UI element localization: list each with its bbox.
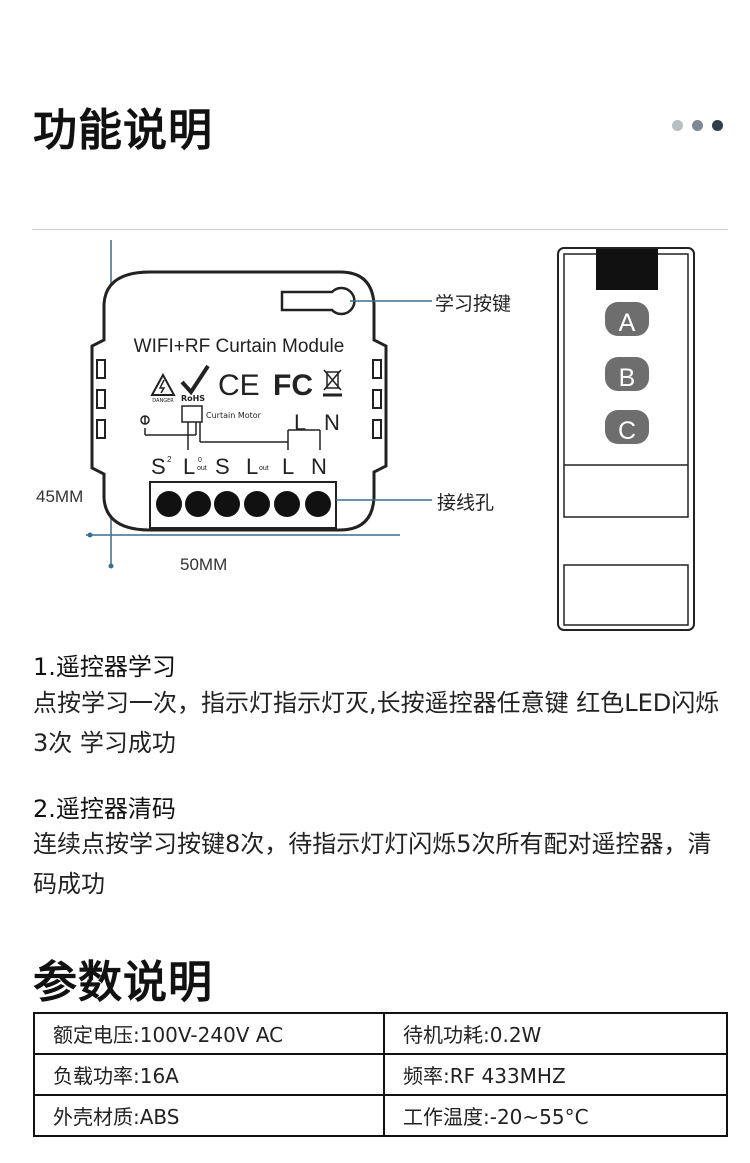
weee-bin-icon: [323, 369, 342, 397]
ce-icon: CE: [218, 369, 260, 402]
page-title: 功能说明: [33, 105, 213, 156]
dot-3: [712, 120, 723, 131]
wiring-hole: [274, 491, 300, 517]
params-title: 参数说明: [33, 957, 213, 1008]
terminal-label: N: [311, 454, 327, 479]
table-row: 负载功率:16A 频率:RF 433MHZ: [33, 1053, 728, 1096]
module-diagram: WIFI+RF Curtain Module DANGER RoHS CE FC…: [86, 240, 432, 569]
curtain-motor-label: Curtain Motor: [206, 411, 262, 420]
remote-indicator-window: [596, 249, 658, 290]
remote-button-b-label: B: [619, 364, 636, 392]
wiring-holes: [156, 491, 331, 517]
terminal-labels: S 2 L 0 out S L out L N: [151, 454, 327, 479]
dimension-width: 50MM: [180, 555, 228, 574]
terminal-label-sup: 0: [198, 457, 202, 464]
terminal-label-sub: out: [197, 465, 207, 472]
remote-button-a: [605, 302, 649, 336]
remote-battery-cover: [563, 564, 689, 626]
terminal-label: S: [151, 454, 166, 479]
remote-button-c-label: C: [618, 417, 636, 445]
table-cell: 负载功率:16A: [33, 1053, 385, 1096]
section-1-title: 1.遥控器学习: [33, 653, 176, 681]
wiring-holes-callout: 接线孔: [437, 492, 495, 514]
rohs-icon: RoHS: [180, 364, 210, 403]
table-cell: 工作温度:-20~55°C: [383, 1094, 728, 1137]
top-label-n: N: [324, 410, 340, 435]
table-row: 外壳材质:ABS 工作温度:-20~55°C: [33, 1094, 728, 1137]
module-title: WIFI+RF Curtain Module: [134, 336, 345, 357]
terminal-label-sub: out: [259, 465, 269, 472]
learn-button-slot: [280, 286, 356, 316]
wiring-hole: [185, 491, 211, 517]
side-ribs: [96, 359, 382, 439]
fc-icon: FC: [273, 369, 313, 402]
wiring-hole: [305, 491, 331, 517]
table-cell: 外壳材质:ABS: [33, 1094, 385, 1137]
table-cell: 额定电压:100V-240V AC: [33, 1012, 385, 1055]
dot-2: [692, 120, 703, 131]
terminal-label: L: [183, 454, 195, 479]
pagination-dots: [672, 120, 723, 131]
terminal-label: L: [282, 454, 294, 479]
wiring-diagram: [140, 405, 321, 450]
remote-button-a-label: A: [619, 309, 636, 337]
wiring-hole: [156, 491, 182, 517]
dimension-height: 45MM: [36, 487, 84, 506]
header-divider: [32, 229, 728, 230]
remote-control: A B C: [557, 247, 695, 631]
terminal-label: S: [215, 454, 230, 479]
terminal-label-sup: 2: [167, 455, 172, 464]
section-1-body: 点按学习一次，指示灯指示灯灭,长按遥控器任意键 红色LED闪烁3次 学习成功: [33, 689, 720, 757]
section-2-title: 2.遥控器清码: [33, 795, 176, 823]
section-2-body: 连续点按学习按键8次，待指示灯灯闪烁5次所有配对遥控器，清码成功: [33, 830, 712, 898]
top-label-l: L: [294, 410, 306, 435]
svg-text:DANGER: DANGER: [152, 398, 174, 404]
module-outline: [90, 270, 388, 532]
params-table: 额定电压:100V-240V AC 待机功耗:0.2W 负载功率:16A 频率:…: [33, 1012, 728, 1137]
wiring-hole: [244, 491, 270, 517]
terminal-label: L: [246, 454, 258, 479]
table-cell: 待机功耗:0.2W: [383, 1012, 728, 1055]
table-cell: 频率:RF 433MHZ: [383, 1053, 728, 1096]
wiring-hole: [214, 491, 240, 517]
remote-button-c: [605, 410, 649, 444]
remote-button-b: [605, 357, 649, 391]
danger-icon: DANGER: [150, 372, 176, 404]
svg-text:RoHS: RoHS: [181, 394, 205, 403]
learn-button-callout: 学习按键: [435, 293, 512, 315]
dot-1: [672, 120, 683, 131]
table-row: 额定电压:100V-240V AC 待机功耗:0.2W: [33, 1012, 728, 1055]
